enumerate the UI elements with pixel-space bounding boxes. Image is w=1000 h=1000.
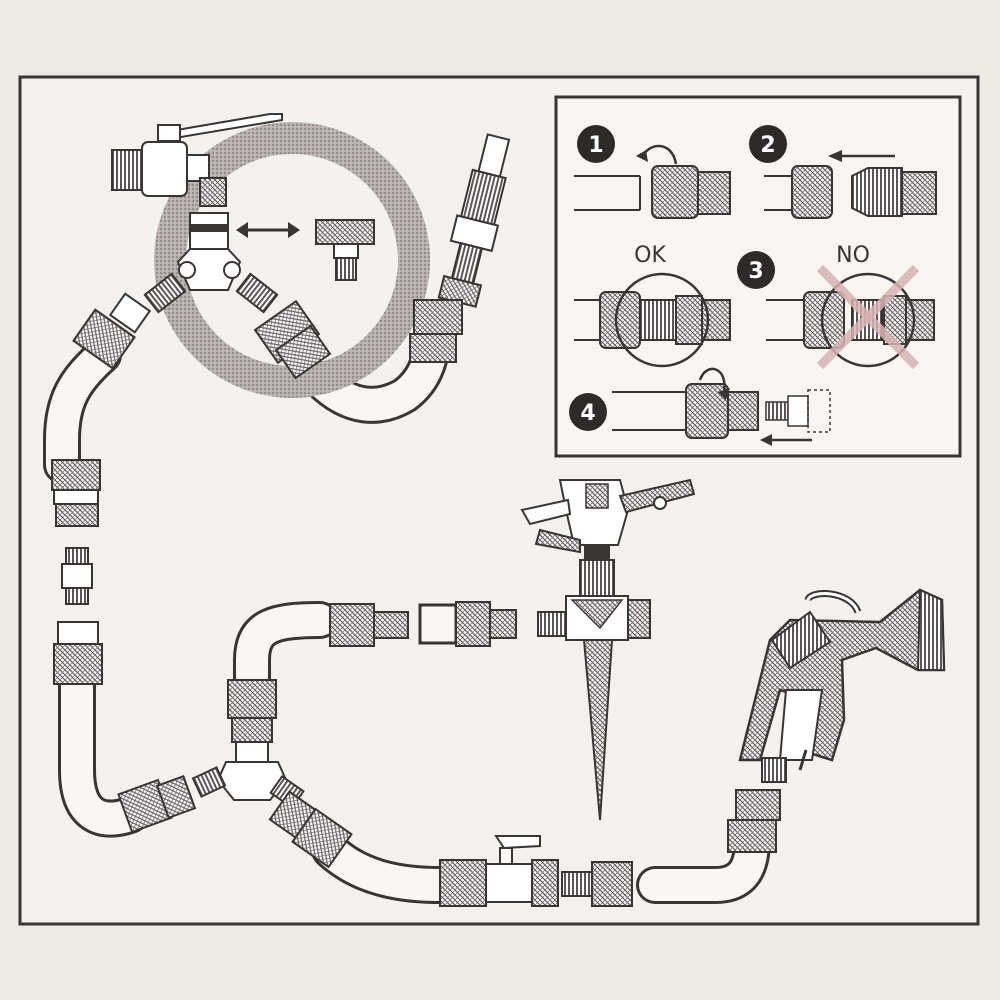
- step-number-badge: [737, 251, 775, 289]
- no-label: NO: [836, 243, 870, 268]
- double-connector-icon: [61, 547, 93, 605]
- hose-connector-icon: [117, 774, 197, 834]
- no-highlight-ring: [820, 272, 916, 368]
- double-connector-icon: [329, 603, 409, 647]
- ok-highlight-ring: [614, 272, 710, 368]
- impulse-sprinkler-icon: [520, 478, 696, 821]
- step-number: 2: [760, 133, 775, 158]
- cross-mark-icon: [816, 264, 920, 370]
- spray-gun-icon: [738, 588, 946, 783]
- hose-connector-icon: [253, 299, 332, 380]
- hose-connector-icon: [455, 601, 517, 647]
- step-number: 1: [588, 133, 603, 158]
- step-4: 4: [569, 367, 831, 446]
- y-splitter-icon: [191, 741, 305, 810]
- step-2: 2: [749, 125, 937, 219]
- hose-connector-icon: [727, 789, 781, 853]
- rotate-arrow-icon: [698, 367, 726, 393]
- step-number: 4: [580, 401, 595, 426]
- hose-connector-icon: [791, 165, 833, 219]
- ok-label: OK: [634, 243, 666, 268]
- hose-connector-icon: [51, 459, 101, 527]
- step-1: 1: [574, 125, 731, 219]
- detail-ring: [154, 122, 430, 398]
- spray-nozzle-icon: [437, 133, 511, 308]
- step-3: 3 OK NO: [574, 243, 935, 370]
- hose-connector-icon: [53, 621, 103, 685]
- double-arrow-icon: [236, 222, 300, 238]
- y-splitter-icon: [143, 212, 279, 314]
- step-number-badge: [749, 125, 787, 163]
- step-number-badge: [569, 393, 607, 431]
- tap-connector-icon: [765, 401, 789, 421]
- hose-connector-icon: [803, 291, 845, 349]
- hose-connector-icon: [72, 292, 152, 370]
- hose-connector-icon: [268, 790, 353, 869]
- shutoff-valve-icon: [439, 835, 559, 907]
- step-number: 3: [748, 259, 763, 284]
- hose-connector-icon: [651, 165, 699, 219]
- step-number-badge: [577, 125, 615, 163]
- tap-adapter-icon: [315, 219, 375, 281]
- hose-connector-icon: [561, 861, 633, 907]
- hose-connector-icon: [227, 679, 277, 743]
- tap-valve-icon: [111, 113, 283, 207]
- instruction-inset: 1 2 3 OK NO: [554, 95, 962, 458]
- hose-connector-icon: [409, 299, 463, 363]
